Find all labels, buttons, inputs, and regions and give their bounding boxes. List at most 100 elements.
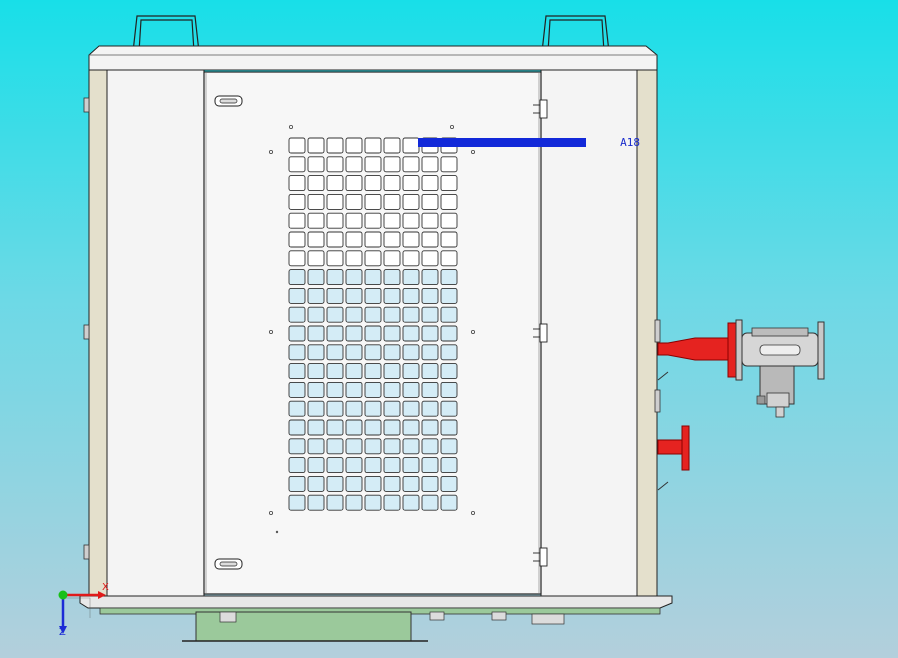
vent-slot [364,400,382,417]
vent-slot [307,137,325,154]
vent-slot [364,193,382,210]
vent-slot [421,494,439,511]
vent-slot [288,156,306,173]
vent-slot [307,344,325,361]
vent-slot [402,193,420,210]
vent-slot [402,287,420,304]
vent-slot [421,156,439,173]
vent-slot [383,156,401,173]
vent-slot [421,400,439,417]
vent-slot [307,212,325,229]
vent-slot [421,438,439,455]
vent-slot [440,457,458,474]
vent-slot [326,287,344,304]
vent-slot [307,269,325,286]
vent-slot [364,156,382,173]
vent-slot [383,287,401,304]
vent-slot [364,381,382,398]
vent-slot [402,250,420,267]
vent-slot [440,287,458,304]
vent-slot [345,287,363,304]
vent-slot [326,269,344,286]
vent-slot [326,212,344,229]
vent-slot [307,381,325,398]
vent-slot [345,212,363,229]
vent-slot [364,137,382,154]
door-hinge-middle [533,323,548,343]
vent-slot [421,381,439,398]
vent-slot [402,156,420,173]
callout-label[interactable]: A18 [418,136,640,150]
vent-slot [402,175,420,192]
vent-slot [402,457,420,474]
vent-slot [364,475,382,492]
vent-slot [345,306,363,323]
vent-slot [383,419,401,436]
vent-slot [326,137,344,154]
vent-slot [364,250,382,267]
vent-slot [440,344,458,361]
vent-slot [345,193,363,210]
vent-slot [288,344,306,361]
vent-slot [383,269,401,286]
vent-slot [307,400,325,417]
vent-slot [307,193,325,210]
vent-slot [440,250,458,267]
vent-slot [307,325,325,342]
vent-slot [402,381,420,398]
door-latch-top[interactable] [214,95,243,107]
vent-slot [402,137,420,154]
vent-slot [402,344,420,361]
vent-slot [288,438,306,455]
vent-slot [421,363,439,380]
vent-slot [421,419,439,436]
vent-slot [440,419,458,436]
vent-slot [326,344,344,361]
vent-slot [288,287,306,304]
vent-slot [421,250,439,267]
vent-slot [307,175,325,192]
vent-slot [402,231,420,248]
gas-outlet-pipe[interactable] [657,425,690,471]
vent-slot [345,438,363,455]
vent-slot [307,419,325,436]
vent-slot [288,325,306,342]
door-latch-bottom[interactable] [214,558,243,570]
vent-slot [288,212,306,229]
vent-slot [288,269,306,286]
vent-slot [326,325,344,342]
valve-actuator[interactable] [741,321,825,418]
vent-slot [383,137,401,154]
vent-slot [326,175,344,192]
vent-slot [288,193,306,210]
vent-slot [307,306,325,323]
vent-slot [288,400,306,417]
vent-slot [326,419,344,436]
axis-z-label: Z [59,627,66,638]
vent-slot [421,175,439,192]
vent-slot [288,231,306,248]
vent-slot [364,344,382,361]
vent-slot [345,457,363,474]
callout-leader-bar [418,138,586,147]
vent-slot [421,457,439,474]
top-lid [88,45,658,71]
vent-slot [402,325,420,342]
vent-slot [440,269,458,286]
gas-inlet-pipe[interactable] [657,319,743,381]
vent-slot [345,325,363,342]
axis-x-label: X [102,582,109,593]
vent-slot [345,344,363,361]
vent-slot [326,250,344,267]
vent-slot [345,400,363,417]
vent-slot [364,212,382,229]
panel-fasteners [268,125,475,534]
vent-slot [383,175,401,192]
vent-slot [288,494,306,511]
vent-slot [345,137,363,154]
lifting-handle-right [541,15,610,53]
vent-slot [440,400,458,417]
vent-slot [383,231,401,248]
